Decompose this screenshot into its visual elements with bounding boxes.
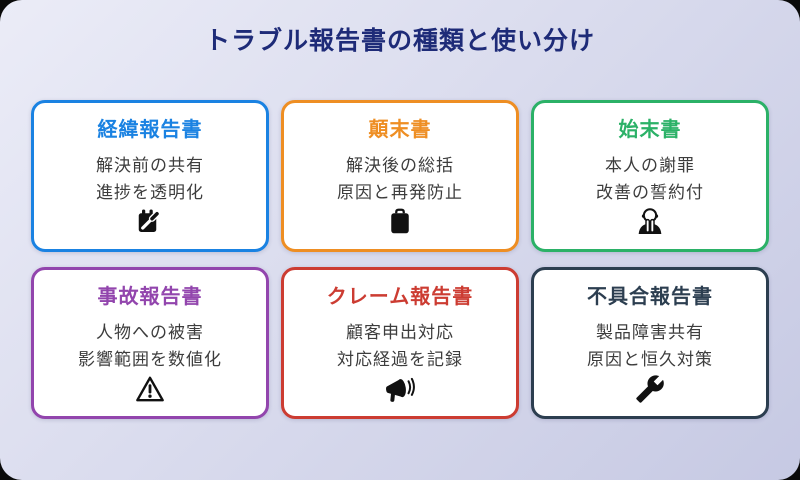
page-title: トラブル報告書の種類と使い分け [204, 27, 595, 55]
card-description: 製品障害共有 原因と恒久対策 [587, 319, 713, 373]
card-line: 対応経過を記録 [337, 350, 463, 369]
megaphone-icon [384, 373, 416, 405]
card-title: 経緯報告書 [97, 119, 203, 141]
card-shimatsusho: 始末書 本人の謝罪 改善の誓約付 [531, 100, 769, 252]
card-accident-report: 事故報告書 人物への被害 影響範囲を数値化 [31, 267, 269, 419]
card-title: 始末書 [618, 119, 682, 141]
bowing-person-icon [634, 206, 666, 238]
card-line: 進捗を透明化 [96, 183, 204, 202]
card-line: 解決前の共有 [96, 156, 204, 175]
card-title: 顛末書 [368, 119, 432, 141]
card-line: 解決後の総括 [346, 156, 454, 175]
memo-pencil-icon [135, 206, 165, 237]
warning-triangle-icon [134, 373, 166, 405]
card-grid: 経緯報告書 解決前の共有 進捗を透明化 顛末書 解決後の総括 [31, 100, 769, 419]
card-title: クレーム報告書 [326, 286, 474, 308]
card-tenmatsusho: 顛末書 解決後の総括 原因と再発防止 [281, 100, 519, 252]
card-line: 影響範囲を数値化 [78, 350, 222, 369]
card-description: 解決後の総括 原因と再発防止 [337, 152, 463, 206]
card-title: 不具合報告書 [587, 286, 713, 308]
card-title: 事故報告書 [97, 286, 203, 308]
card-progress-report: 経緯報告書 解決前の共有 進捗を透明化 [31, 100, 269, 252]
card-defect-report: 不具合報告書 製品障害共有 原因と恒久対策 [531, 267, 769, 419]
card-line: 顧客申出対応 [346, 323, 454, 342]
card-description: 顧客申出対応 対応経過を記録 [337, 319, 463, 373]
card-line: 原因と恒久対策 [587, 350, 713, 369]
card-claim-report: クレーム報告書 顧客申出対応 対応経過を記録 [281, 267, 519, 419]
card-line: 原因と再発防止 [337, 183, 463, 202]
clipboard-icon [385, 206, 415, 237]
card-line: 製品障害共有 [596, 323, 704, 342]
wrench-icon [635, 373, 665, 404]
card-description: 本人の謝罪 改善の誓約付 [596, 152, 704, 206]
card-description: 解決前の共有 進捗を透明化 [96, 152, 204, 206]
card-line: 人物への被害 [96, 323, 204, 342]
card-description: 人物への被害 影響範囲を数値化 [78, 319, 222, 373]
card-line: 本人の謝罪 [605, 156, 695, 175]
card-line: 改善の誓約付 [596, 183, 704, 202]
